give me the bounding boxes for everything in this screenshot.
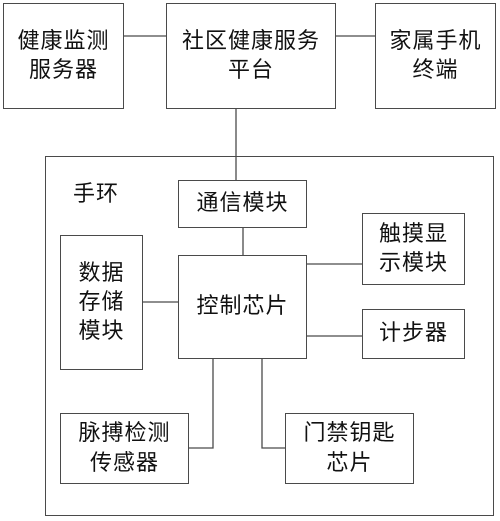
box-label-line: 健康监测 (17, 28, 110, 54)
box-label-line: 门禁钥匙 (303, 421, 396, 447)
box-label-line: 数据 (78, 260, 125, 286)
community-health-platform-box: 社区健康服务 平台 (166, 3, 336, 109)
box-label-line: 触摸显 (378, 221, 448, 247)
pedometer-box: 计步器 (362, 309, 465, 359)
box-label-line: 终端 (412, 58, 459, 83)
data-storage-module-box: 数据 存储 模块 (60, 235, 143, 370)
box-label-line: 模块 (78, 319, 125, 345)
pulse-sensor-box: 脉搏检测 传感器 (60, 413, 189, 484)
box-label-line: 控制芯片 (196, 294, 289, 320)
box-label-line: 家属手机 (389, 28, 482, 54)
box-label-line: 传感器 (89, 450, 159, 476)
access-key-chip-box: 门禁钥匙 芯片 (285, 413, 414, 484)
box-label-line: 社区健康服务 (181, 28, 320, 54)
touch-display-module-box: 触摸显 示模块 (362, 213, 465, 285)
box-label-line: 示模块 (378, 251, 448, 276)
box-label-line: 计步器 (378, 321, 448, 347)
box-label-line: 脉搏检测 (78, 421, 171, 447)
box-label-line: 存储 (78, 289, 125, 315)
wristband-frame (45, 156, 494, 516)
box-label-line: 通信模块 (196, 191, 289, 217)
control-chip-box: 控制芯片 (178, 255, 307, 359)
box-label-line: 芯片 (326, 450, 373, 476)
health-monitor-server-box: 健康监测 服务器 (3, 3, 124, 109)
family-phone-terminal-box: 家属手机 终端 (375, 3, 496, 109)
wristband-label: 手环 (73, 182, 120, 207)
box-label-line: 平台 (227, 58, 274, 83)
box-label-line: 服务器 (28, 58, 98, 83)
communication-module-box: 通信模块 (178, 180, 307, 228)
